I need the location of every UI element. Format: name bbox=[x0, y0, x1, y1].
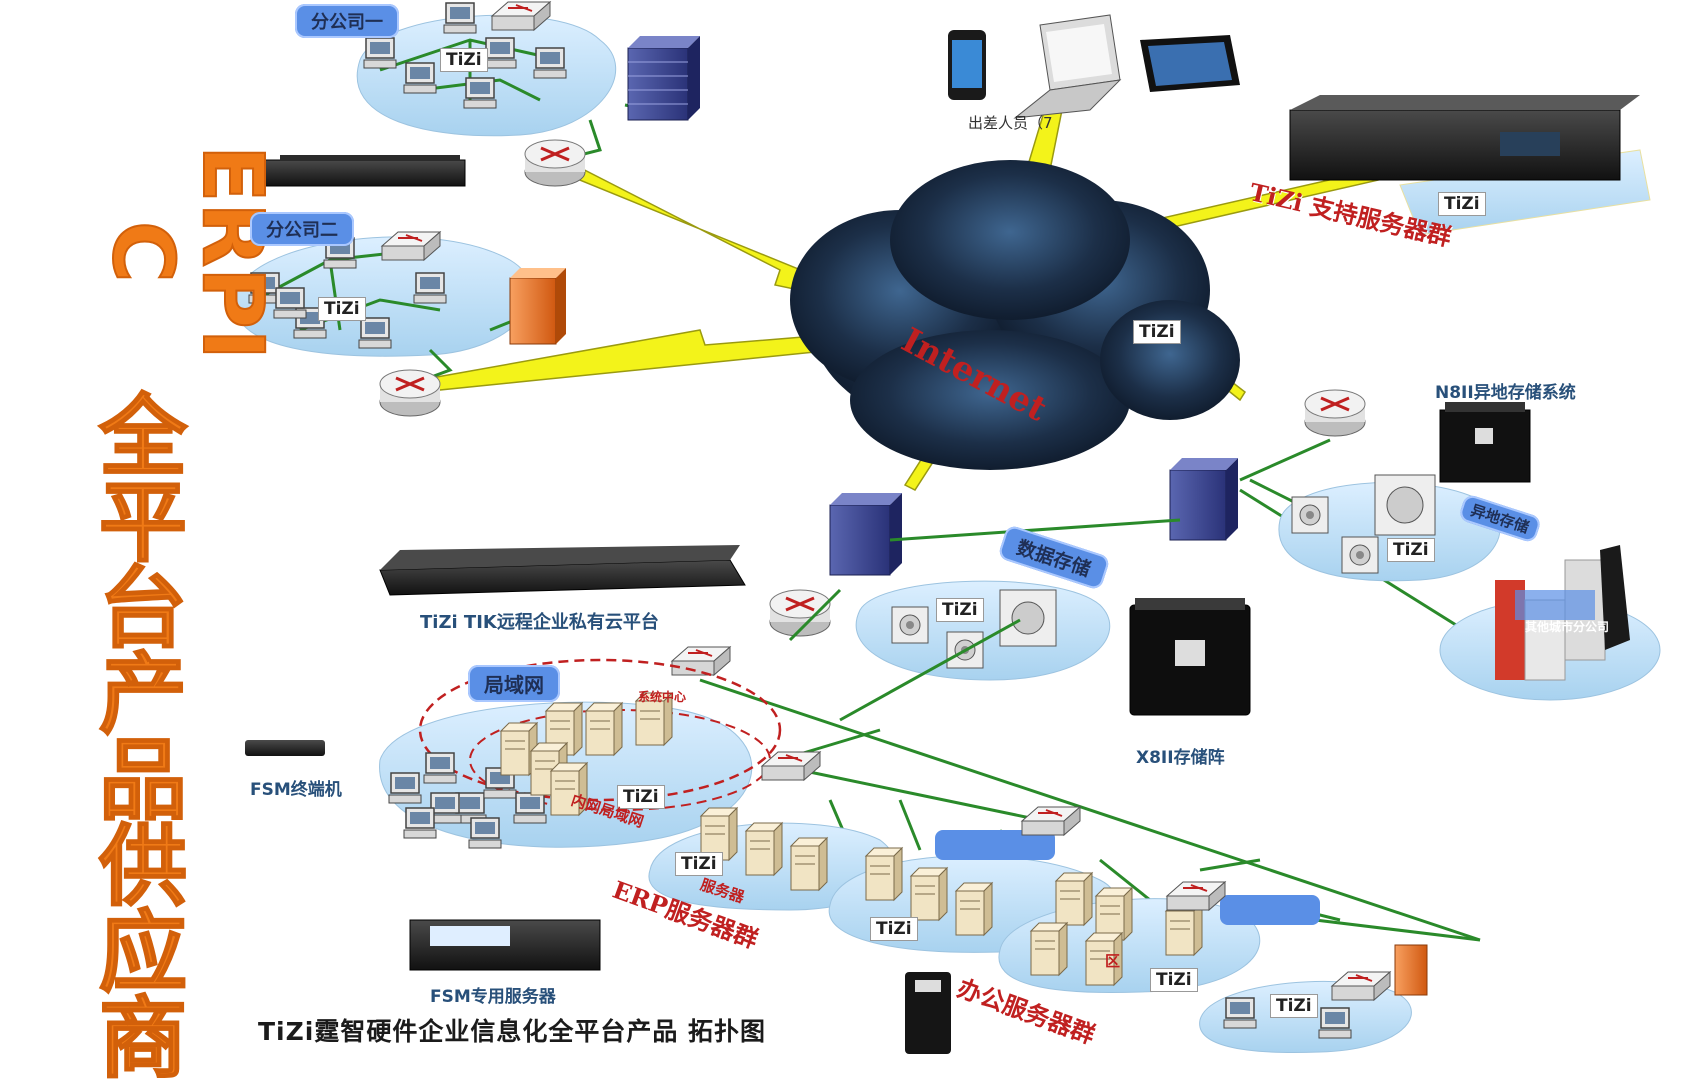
tizi-tag-branch2: TiZi bbox=[318, 297, 366, 321]
mgmt-center-label: 系统中心 bbox=[638, 690, 687, 704]
branch1-label: 分公司一 bbox=[295, 4, 399, 38]
tizi-tag-branch1: TiZi bbox=[440, 48, 488, 72]
tizi-tag-erp: TiZi bbox=[675, 852, 723, 876]
n8-storage bbox=[1439, 402, 1531, 483]
tizi-tag-lan: TiZi bbox=[617, 785, 665, 809]
tizi-tag-cloud: TiZi bbox=[1133, 320, 1181, 344]
firewall-2 bbox=[509, 268, 566, 345]
fsm-server-box bbox=[409, 919, 601, 971]
x8-label: X8II存储阵 bbox=[1136, 748, 1225, 768]
firewall-5 bbox=[1394, 944, 1428, 996]
tizi-tag-datastore: TiZi bbox=[936, 598, 984, 622]
side-title-cjk: 全平台产品供应商 bbox=[98, 385, 188, 1090]
tizi-tag-office1: TiZi bbox=[870, 917, 918, 941]
tablet-icon bbox=[1140, 35, 1240, 92]
tik-label: TiZi TIK远程企业私有云平台 bbox=[420, 612, 659, 633]
tizi-tag-support: TiZi bbox=[1438, 192, 1486, 216]
firewall-3 bbox=[1169, 458, 1238, 541]
laptop-icon bbox=[1013, 14, 1122, 119]
side-title-latin: ERPIC bbox=[93, 144, 283, 361]
zone-label: 区 bbox=[1105, 952, 1121, 970]
internet-cloud bbox=[790, 160, 1240, 470]
tizi-tag-offsite: TiZi bbox=[1387, 538, 1435, 562]
fsm-server-label: FSM专用服务器 bbox=[430, 987, 556, 1007]
n8-label: N8II异地存储系统 bbox=[1435, 383, 1576, 403]
side-title: ERPIC 全平台产品供应商 bbox=[93, 118, 283, 1084]
branch2-label: 分公司二 bbox=[250, 212, 354, 246]
topology-diagram: ERPIC 全平台产品供应商 分公司一 分公司二 局域网 数据存储 异地存储 T… bbox=[93, 1, 1661, 1084]
other-city-label: 其他城市分公司 bbox=[1525, 620, 1610, 634]
tizi-tag-office2: TiZi bbox=[1150, 968, 1198, 992]
travel-label: 出差人员（7 bbox=[968, 114, 1053, 132]
tizi-tag-bottomright: TiZi bbox=[1270, 994, 1318, 1018]
x8-storage bbox=[1129, 598, 1251, 716]
backbone-links bbox=[699, 518, 1481, 942]
diagram-title: TiZi霆智硬件企业信息化全平台产品 拓扑图 bbox=[258, 1017, 767, 1046]
offsite-box bbox=[1374, 474, 1436, 536]
phone-icon bbox=[948, 30, 986, 100]
fsm-terminal-label: FSM终端机 bbox=[250, 780, 342, 800]
firewall-4 bbox=[829, 493, 902, 576]
lan-bubble: 局域网 bbox=[468, 665, 560, 702]
firewall-1 bbox=[627, 36, 700, 121]
